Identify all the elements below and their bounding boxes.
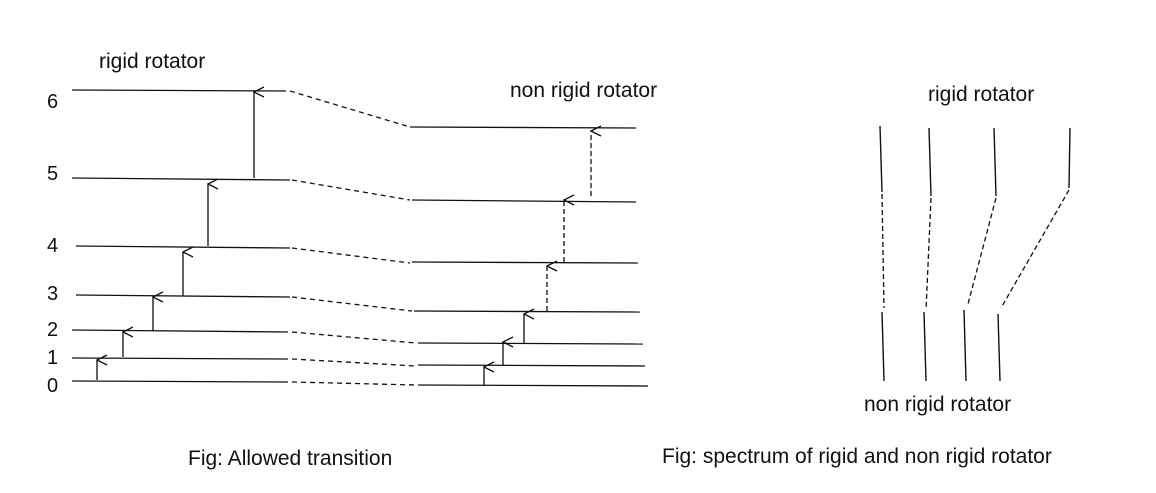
nonrigid-level-2 — [417, 342, 644, 345]
rigid-spectrum-line-1 — [879, 125, 883, 193]
rigid-level-1 — [71, 357, 289, 360]
level-label-3: 3 — [47, 283, 58, 305]
level-label-5: 5 — [47, 163, 58, 185]
rigid-level-4 — [75, 245, 291, 249]
right-nonrigid-title: non rigid rotator — [864, 393, 1011, 416]
nonrigid-spectrum-line-1 — [881, 311, 885, 382]
connector-3 — [291, 296, 413, 312]
spectrum-shift-4 — [1000, 189, 1070, 309]
rigid-spectrum-line-4 — [1068, 127, 1071, 189]
spectrum-shift-lines — [881, 189, 1070, 311]
spectrum-shift-1 — [881, 193, 885, 309]
rigid-level-0 — [71, 380, 289, 383]
nonrigid-spectrum-line-2 — [923, 311, 927, 382]
nonrigid-level-4 — [411, 261, 639, 264]
level-label-0: 0 — [47, 375, 58, 397]
rigid-level-2 — [71, 329, 289, 333]
connector-5 — [291, 179, 411, 201]
spectrum-shift-3 — [967, 197, 997, 305]
rigid-level-5 — [71, 177, 291, 181]
nonrigid-level-6 — [409, 126, 637, 129]
nonrigid-level-3 — [413, 310, 641, 313]
spectrum-shift-2 — [925, 197, 932, 311]
nonrigid-spectrum-lines — [881, 309, 1001, 382]
nonrigid-transitions — [484, 131, 591, 385]
rigid-spectrum-line-3 — [993, 127, 997, 197]
nonrigid-level-0 — [417, 384, 649, 387]
level-label-1: 1 — [47, 347, 58, 369]
left-caption: Fig: Allowed transition — [188, 447, 392, 470]
nonrigid-levels — [409, 126, 649, 387]
left-nonrigid-title: non rigid rotator — [510, 79, 657, 102]
rigid-spectrum-line-2 — [928, 127, 932, 197]
rigid-transitions — [97, 92, 254, 380]
level-label-6: 6 — [47, 91, 58, 113]
rigid-spectrum-lines — [879, 125, 1071, 197]
connector-4 — [291, 247, 411, 264]
connector-6 — [289, 90, 411, 128]
nonrigid-spectrum-line-4 — [997, 313, 1001, 382]
level-label-2: 2 — [47, 319, 58, 341]
level-label-4: 4 — [47, 235, 58, 257]
right-caption: Fig: spectrum of rigid and non rigid rot… — [662, 445, 1052, 468]
nonrigid-level-5 — [411, 199, 637, 203]
connector-1 — [291, 358, 417, 367]
nonrigid-spectrum-line-3 — [963, 309, 967, 382]
connector-0 — [291, 381, 417, 386]
level-connectors — [289, 90, 417, 386]
left-rigid-title: rigid rotator — [99, 50, 205, 73]
right-rigid-title: rigid rotator — [928, 83, 1034, 106]
connector-2 — [291, 331, 417, 344]
rigid-level-6 — [71, 89, 287, 92]
nonrigid-level-1 — [417, 364, 646, 367]
rigid-levels — [71, 89, 291, 383]
energy-level-labels: 0 1 2 3 4 5 6 — [47, 91, 58, 397]
